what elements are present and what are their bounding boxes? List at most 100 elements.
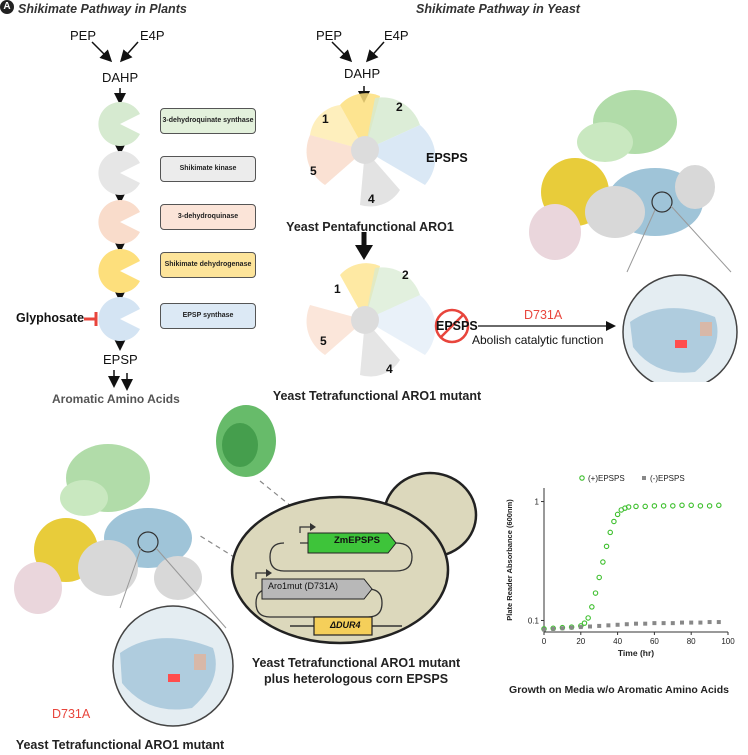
d731a-mutation-top: D731A [524,308,563,322]
prohibit-icon [434,308,470,344]
cell-label-line1: Yeast Tetrafunctional ARO1 mutant [251,656,461,670]
data-point-plus-epsps [697,503,704,509]
abolish-arrow [478,321,616,331]
yeast-cell-body [230,495,450,645]
plants-dahp: DAHP [102,70,139,85]
data-point-minus-epsps [578,625,583,630]
data-point-plus-epsps [706,503,713,509]
data-point-minus-epsps [624,622,629,627]
enzyme-box-dhq-synthase: 3-dehydroquinate synthase [160,108,256,134]
e4p-arrow [120,41,139,63]
data-point-minus-epsps [698,620,703,625]
penta-flower [306,93,436,207]
data-point-plus-epsps [670,503,676,509]
gene-zmepsps: ZmEPSPS [334,535,380,546]
plants-epsp: EPSP [103,352,138,367]
plants-e4p: E4P [140,28,165,43]
tetra-epsps-crossed: EPSPS [436,319,478,333]
data-point-plus-epsps [581,620,588,626]
data-point-minus-epsps [569,625,574,630]
penta-num-1: 1 [322,112,329,126]
data-point-minus-epsps [716,620,721,625]
data-point-minus-epsps [615,622,620,627]
data-point-plus-epsps [585,615,591,621]
data-point-minus-epsps [643,621,648,626]
legend-marker-plus-epsps [579,475,585,481]
enzyme-box-shikimate-kinase: Shikimate kinase [160,156,256,182]
data-point-minus-epsps [542,627,546,632]
data-point-minus-epsps [588,624,592,629]
data-point-plus-epsps [614,511,621,518]
pep-arrow [91,41,113,63]
data-point-plus-epsps [642,503,648,510]
glyphosate-label: Glyphosate [16,311,85,325]
data-point-minus-epsps [707,620,712,625]
data-point-plus-epsps [679,502,685,509]
data-point-minus-epsps [661,621,666,626]
data-point-minus-epsps [634,621,638,626]
bottom-tetra-label: Yeast Tetrafunctional ARO1 mutant [15,738,225,752]
legend-marker-minus-epsps [642,476,646,480]
plants-title: Shikimate Pathway in Plants [18,2,187,16]
plants-pathway-diagram [84,41,140,391]
data-point-plus-epsps [660,503,667,509]
data-point-plus-epsps [633,503,639,510]
tetra-flower [306,263,436,377]
data-point-plus-epsps [688,502,694,509]
penta-epsps: EPSPS [426,151,468,165]
penta-num-5: 5 [310,164,317,178]
penta-num-4: 4 [368,192,375,206]
x-tick-label: 20 [576,637,585,646]
gene-dur4: ΔDUR4 [330,620,361,630]
data-point-minus-epsps [652,621,657,626]
legend-label: (-)EPSPS [650,474,685,483]
legend-label: (+)EPSPS [588,474,625,483]
gene-aro1mut: Aro1mut (D731A) [268,581,339,591]
y-tick-label: 0.1 [528,616,540,625]
plants-pep: PEP [70,28,97,43]
penta-num-2: 2 [396,100,403,114]
abolish-label: Abolish catalytic function [472,333,604,347]
enzyme-box-dehydroquinase: 3-dehydroquinase [160,204,256,230]
enzyme-pacman-blue [98,297,140,342]
data-point-plus-epsps [596,574,602,581]
data-point-plus-epsps [607,529,613,536]
data-point-plus-epsps [592,590,599,596]
tetra-num-2: 2 [402,268,409,282]
y-axis-label: Plate Reader Absorbance (600nm) [505,499,514,621]
data-point-plus-epsps [651,503,658,509]
tetra-num-4: 4 [386,362,393,376]
data-point-plus-epsps [603,543,610,550]
aromatic-amino-acids-label: Aromatic Amino Acids [52,392,180,406]
data-point-minus-epsps [689,620,694,625]
data-point-minus-epsps [606,623,611,628]
data-point-minus-epsps [680,620,684,625]
cell-label-line2: plus heterologous corn EPSPS [263,672,449,686]
x-tick-label: 60 [650,637,659,646]
data-point-plus-epsps [589,604,595,610]
penta-label: Yeast Pentafunctional ARO1 [286,220,454,234]
panel-marker: A [0,0,14,14]
x-tick-label: 100 [721,637,735,646]
x-tick-label: 80 [687,637,696,646]
yeast-cell-diagram [200,405,478,645]
data-point-minus-epsps [670,621,675,626]
enzyme-pacman-yellow [98,248,140,293]
data-point-minus-epsps [551,626,556,631]
tetra-num-5: 5 [320,334,327,348]
data-point-plus-epsps [600,559,606,565]
yeast-aro1-diagram [306,41,470,377]
data-point-plus-epsps [611,518,617,525]
x-axis-label: Time (hr) [618,648,654,658]
y-tick-label: 1 [535,498,540,507]
enzyme-box-epsp-synthase: EPSP synthase [160,303,256,329]
data-point-minus-epsps [597,623,602,628]
aro1-protein-structure-top [529,90,738,382]
enzyme-pacman-green [98,102,140,147]
yeast-dahp: DAHP [344,66,381,81]
data-point-plus-epsps [716,502,722,509]
aro1-protein-structure-bottom [14,444,234,727]
x-tick-label: 0 [542,637,547,646]
tetra-label: Yeast Tetrafunctional ARO1 mutant [272,389,482,403]
